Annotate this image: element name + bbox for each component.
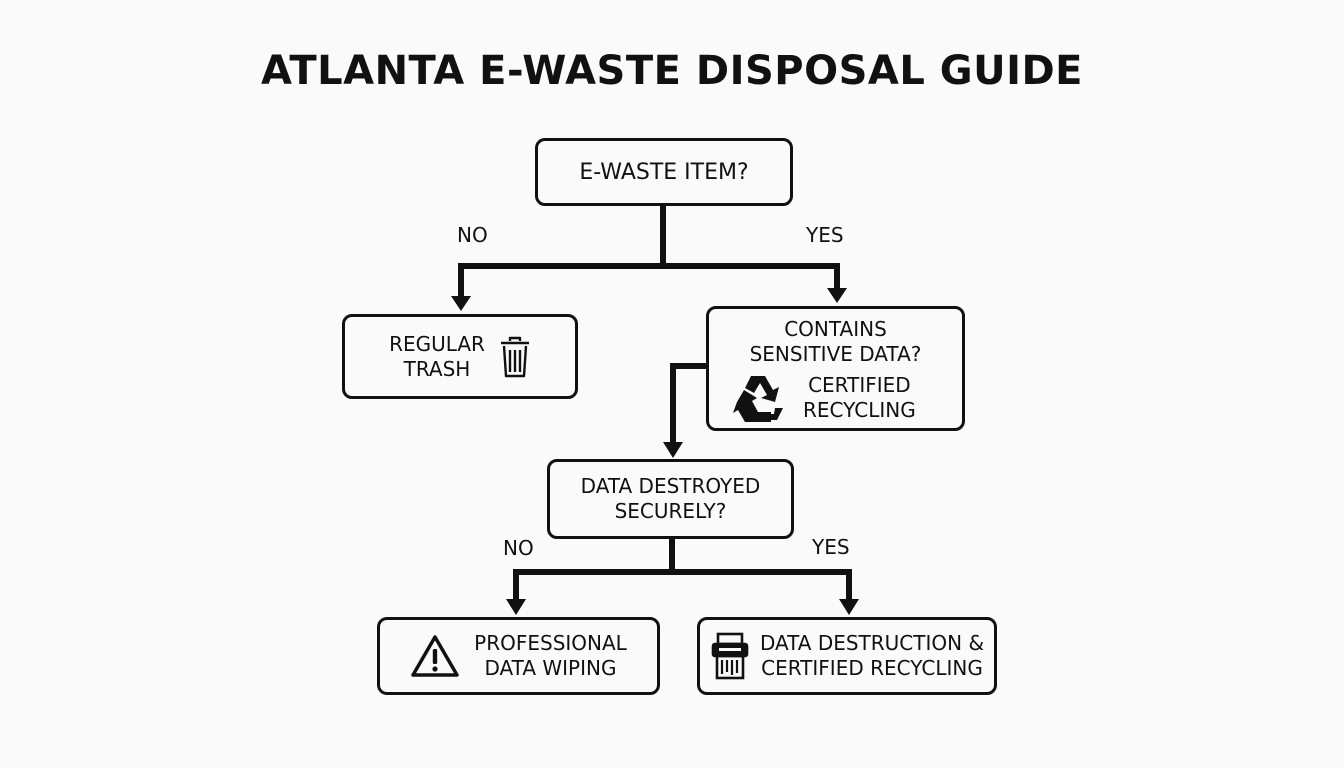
node-professional-wiping: PROFESSIONAL DATA WIPING xyxy=(377,617,660,695)
node-destroyed-line2: SECURELY? xyxy=(614,499,727,523)
node-regular-trash: REGULAR TRASH xyxy=(342,314,578,399)
arrowhead-sensitive xyxy=(827,288,847,303)
node-ewaste-label: E-WASTE ITEM? xyxy=(579,159,749,185)
warning-icon xyxy=(410,634,460,678)
recycle-icon xyxy=(731,372,785,424)
connector-ewaste-branch xyxy=(458,263,840,297)
node-sensitive-line1: CONTAINS xyxy=(784,317,887,341)
node-regular-trash-line2: TRASH xyxy=(403,356,471,381)
node-regular-trash-line1: REGULAR xyxy=(389,331,485,356)
edge-label-yes-1: YES xyxy=(806,223,844,247)
node-data-destroyed: DATA DESTROYED SECURELY? xyxy=(547,459,794,539)
connector-destroyed-branch xyxy=(513,569,852,601)
node-sensitive-data: CONTAINS SENSITIVE DATA? CERTIFIED RECYC… xyxy=(706,306,965,431)
connector-sensitive-to-destroyed xyxy=(670,363,707,446)
node-wiping-line2: DATA WIPING xyxy=(484,656,617,680)
arrowhead-regular-trash xyxy=(451,296,471,311)
node-wiping-line1: PROFESSIONAL xyxy=(474,631,627,655)
node-destruction-line1: DATA DESTRUCTION & xyxy=(759,631,985,655)
edge-label-no-2: NO xyxy=(503,536,534,560)
node-sensitive-sub-line1: CERTIFIED xyxy=(808,373,911,397)
arrowhead-destruction xyxy=(839,599,859,615)
arrowhead-wiping xyxy=(506,599,526,615)
node-sensitive-line2: SENSITIVE DATA? xyxy=(749,342,922,366)
node-sensitive-sub-line2: RECYCLING xyxy=(803,398,916,422)
edge-label-yes-2: YES xyxy=(812,535,850,559)
node-ewaste-item: E-WASTE ITEM? xyxy=(535,138,793,206)
node-destruction-line2: CERTIFIED RECYCLING xyxy=(761,656,983,680)
node-data-destruction: DATA DESTRUCTION & CERTIFIED RECYCLING xyxy=(697,617,997,695)
node-destroyed-line1: DATA DESTROYED xyxy=(580,474,761,498)
page-title: ATLANTA E-WASTE DISPOSAL GUIDE xyxy=(261,48,1083,94)
shredder-icon xyxy=(710,631,750,681)
edge-label-no-1: NO xyxy=(457,223,488,247)
trash-can-icon xyxy=(499,336,531,378)
arrowhead-destroyed xyxy=(663,442,683,458)
